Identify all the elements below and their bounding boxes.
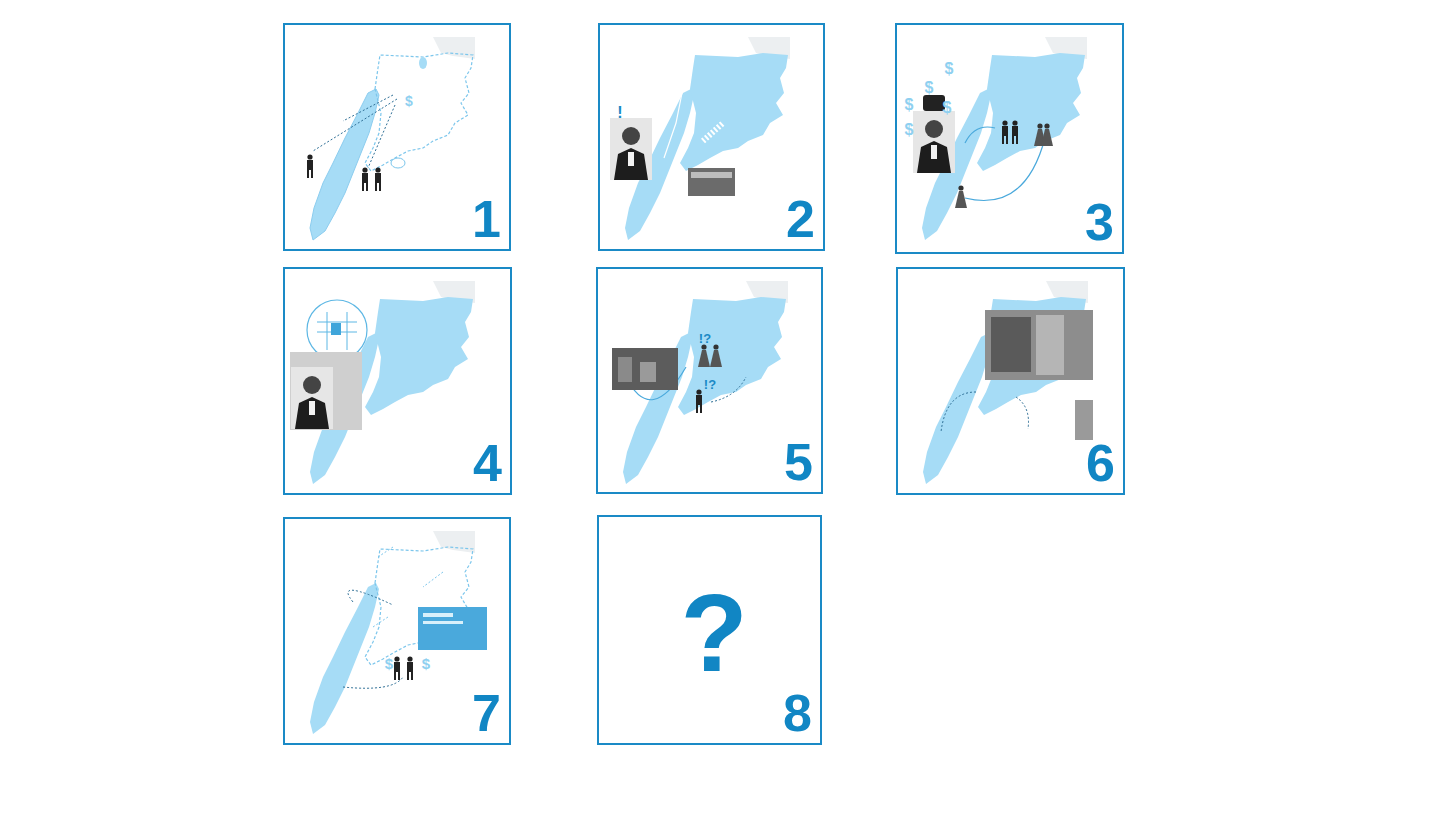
symbol-mark: $ [925, 80, 934, 96]
panel-number: 2 [786, 193, 815, 245]
panel-box: 4 [283, 267, 512, 495]
panel-number: 1 [472, 193, 501, 245]
panel-box: !2 [598, 23, 825, 251]
panel-number: 3 [1085, 196, 1114, 248]
panel-number: 6 [1086, 437, 1115, 489]
panel-number: 7 [472, 687, 501, 739]
symbol-mark: !? [699, 332, 711, 345]
symbol-mark: $ [905, 97, 914, 113]
symbol-mark: $ [422, 656, 430, 671]
panel-box: $1 [283, 23, 511, 251]
panel-box: !?!? 5 [596, 267, 823, 494]
question-mark: ? [680, 578, 747, 688]
symbol-mark: $ [385, 656, 393, 671]
panel-box: $ $ $ $ $3 [895, 23, 1124, 254]
symbol-mark: !? [704, 378, 716, 391]
panel-box: 6 [896, 267, 1125, 495]
symbol-mark: ! [617, 105, 622, 121]
symbol-mark: $ [943, 100, 952, 116]
panel-number: 4 [473, 437, 502, 489]
symbol-mark: $ [405, 94, 413, 108]
symbol-mark: $ [905, 122, 914, 138]
symbol-mark: $ [945, 61, 954, 77]
panel-box: ?8 [597, 515, 822, 745]
panel-number: 8 [783, 687, 812, 739]
panel-box: $ $7 [283, 517, 511, 745]
panel-number: 5 [784, 436, 813, 488]
